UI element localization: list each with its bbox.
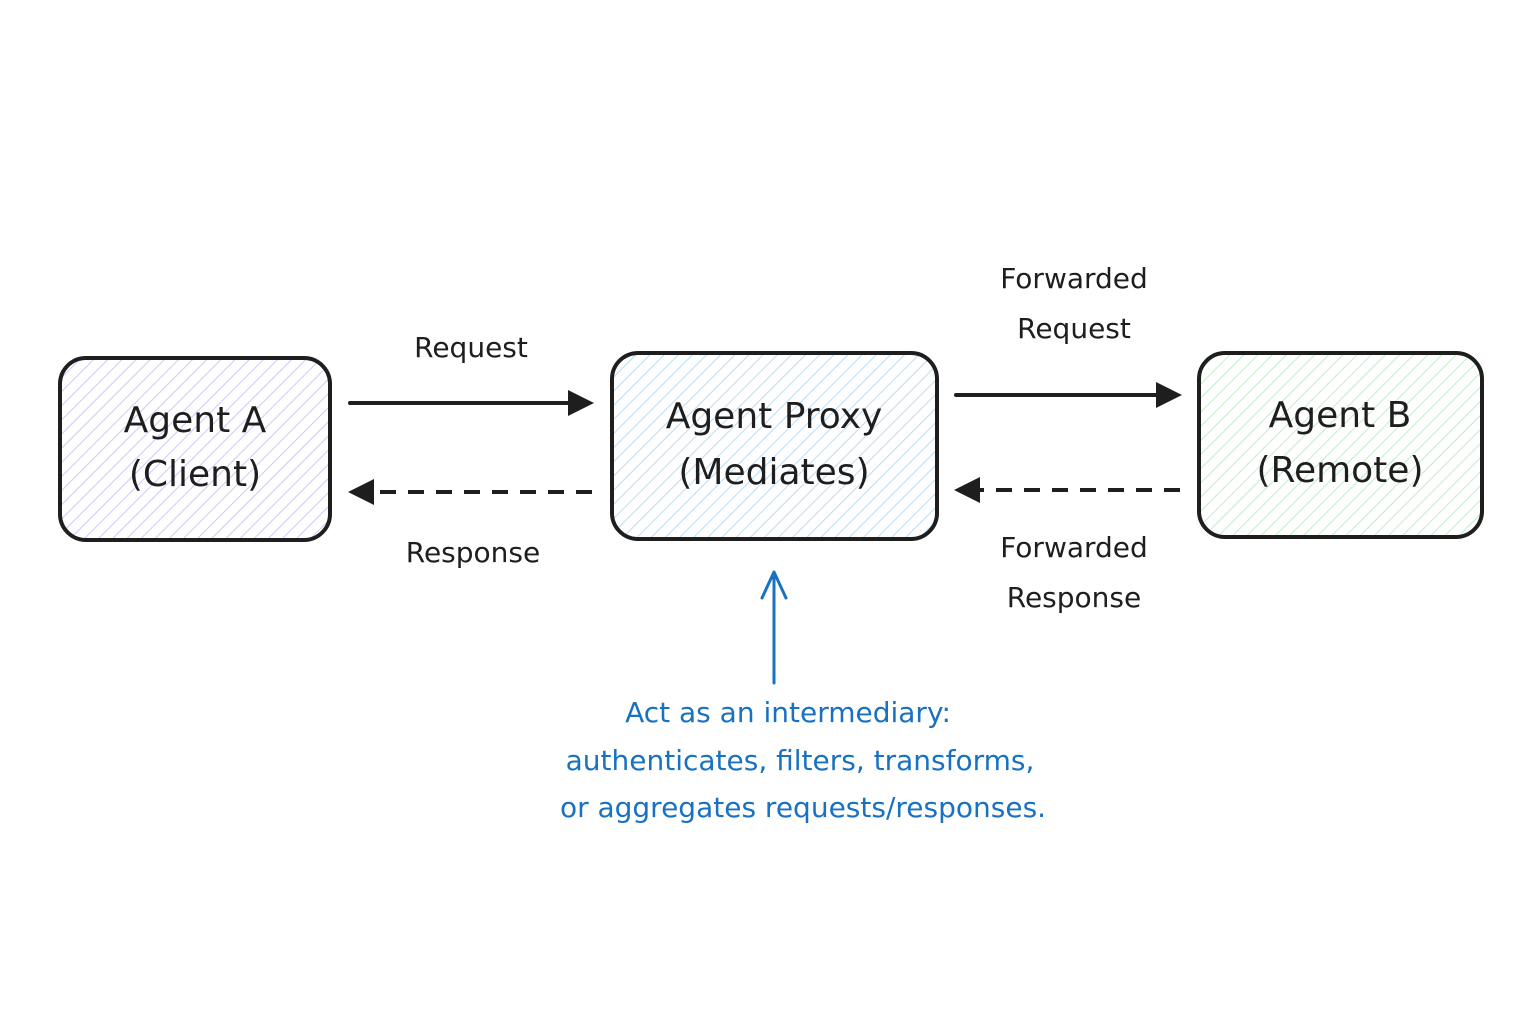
edge-response-label: Response	[406, 536, 540, 569]
edge-forwarded-response-label-line2: Response	[1007, 581, 1141, 614]
node-agent-b-box	[1197, 351, 1484, 539]
edge-forwarded-request: Forwarded Request	[954, 262, 1182, 408]
node-agent-a-subtitle: (Client)	[129, 454, 261, 495]
annotation-note-line1: Act as an intermediary:	[625, 696, 951, 729]
node-agent-b: Agent B (Remote)	[1197, 351, 1484, 539]
node-agent-proxy: Agent Proxy (Mediates)	[610, 351, 939, 541]
edge-request: Request	[348, 331, 594, 416]
node-agent-a-title: Agent A	[124, 400, 267, 441]
node-agent-a-box	[58, 356, 332, 542]
annotation-note-line3: or aggregates requests/responses.	[560, 791, 1046, 824]
edge-forwarded-response-arrowhead	[954, 477, 980, 503]
annotation-note: Act as an intermediary: authenticates, f…	[560, 696, 1046, 824]
node-agent-proxy-subtitle: (Mediates)	[678, 452, 869, 493]
edge-response: Response	[348, 479, 592, 569]
node-agent-a: Agent A (Client)	[58, 356, 332, 542]
annotation-note-line2: authenticates, filters, transforms,	[566, 744, 1035, 777]
node-agent-b-subtitle: (Remote)	[1257, 450, 1424, 491]
annotation-arrow	[760, 570, 788, 685]
annotation-arrowhead	[760, 570, 788, 600]
edge-forwarded-request-arrowhead	[1156, 382, 1182, 408]
edge-response-arrowhead	[348, 479, 374, 505]
edge-forwarded-request-label-line1: Forwarded	[1000, 262, 1148, 295]
edge-request-arrowhead	[568, 390, 594, 416]
edge-request-label: Request	[414, 331, 528, 364]
node-agent-proxy-box	[610, 351, 939, 541]
edge-forwarded-request-label-line2: Request	[1017, 312, 1131, 345]
node-agent-b-title: Agent B	[1269, 395, 1412, 436]
node-agent-proxy-title: Agent Proxy	[666, 396, 883, 437]
edge-forwarded-response: Forwarded Response	[954, 477, 1180, 614]
edge-forwarded-response-label-line1: Forwarded	[1000, 531, 1148, 564]
